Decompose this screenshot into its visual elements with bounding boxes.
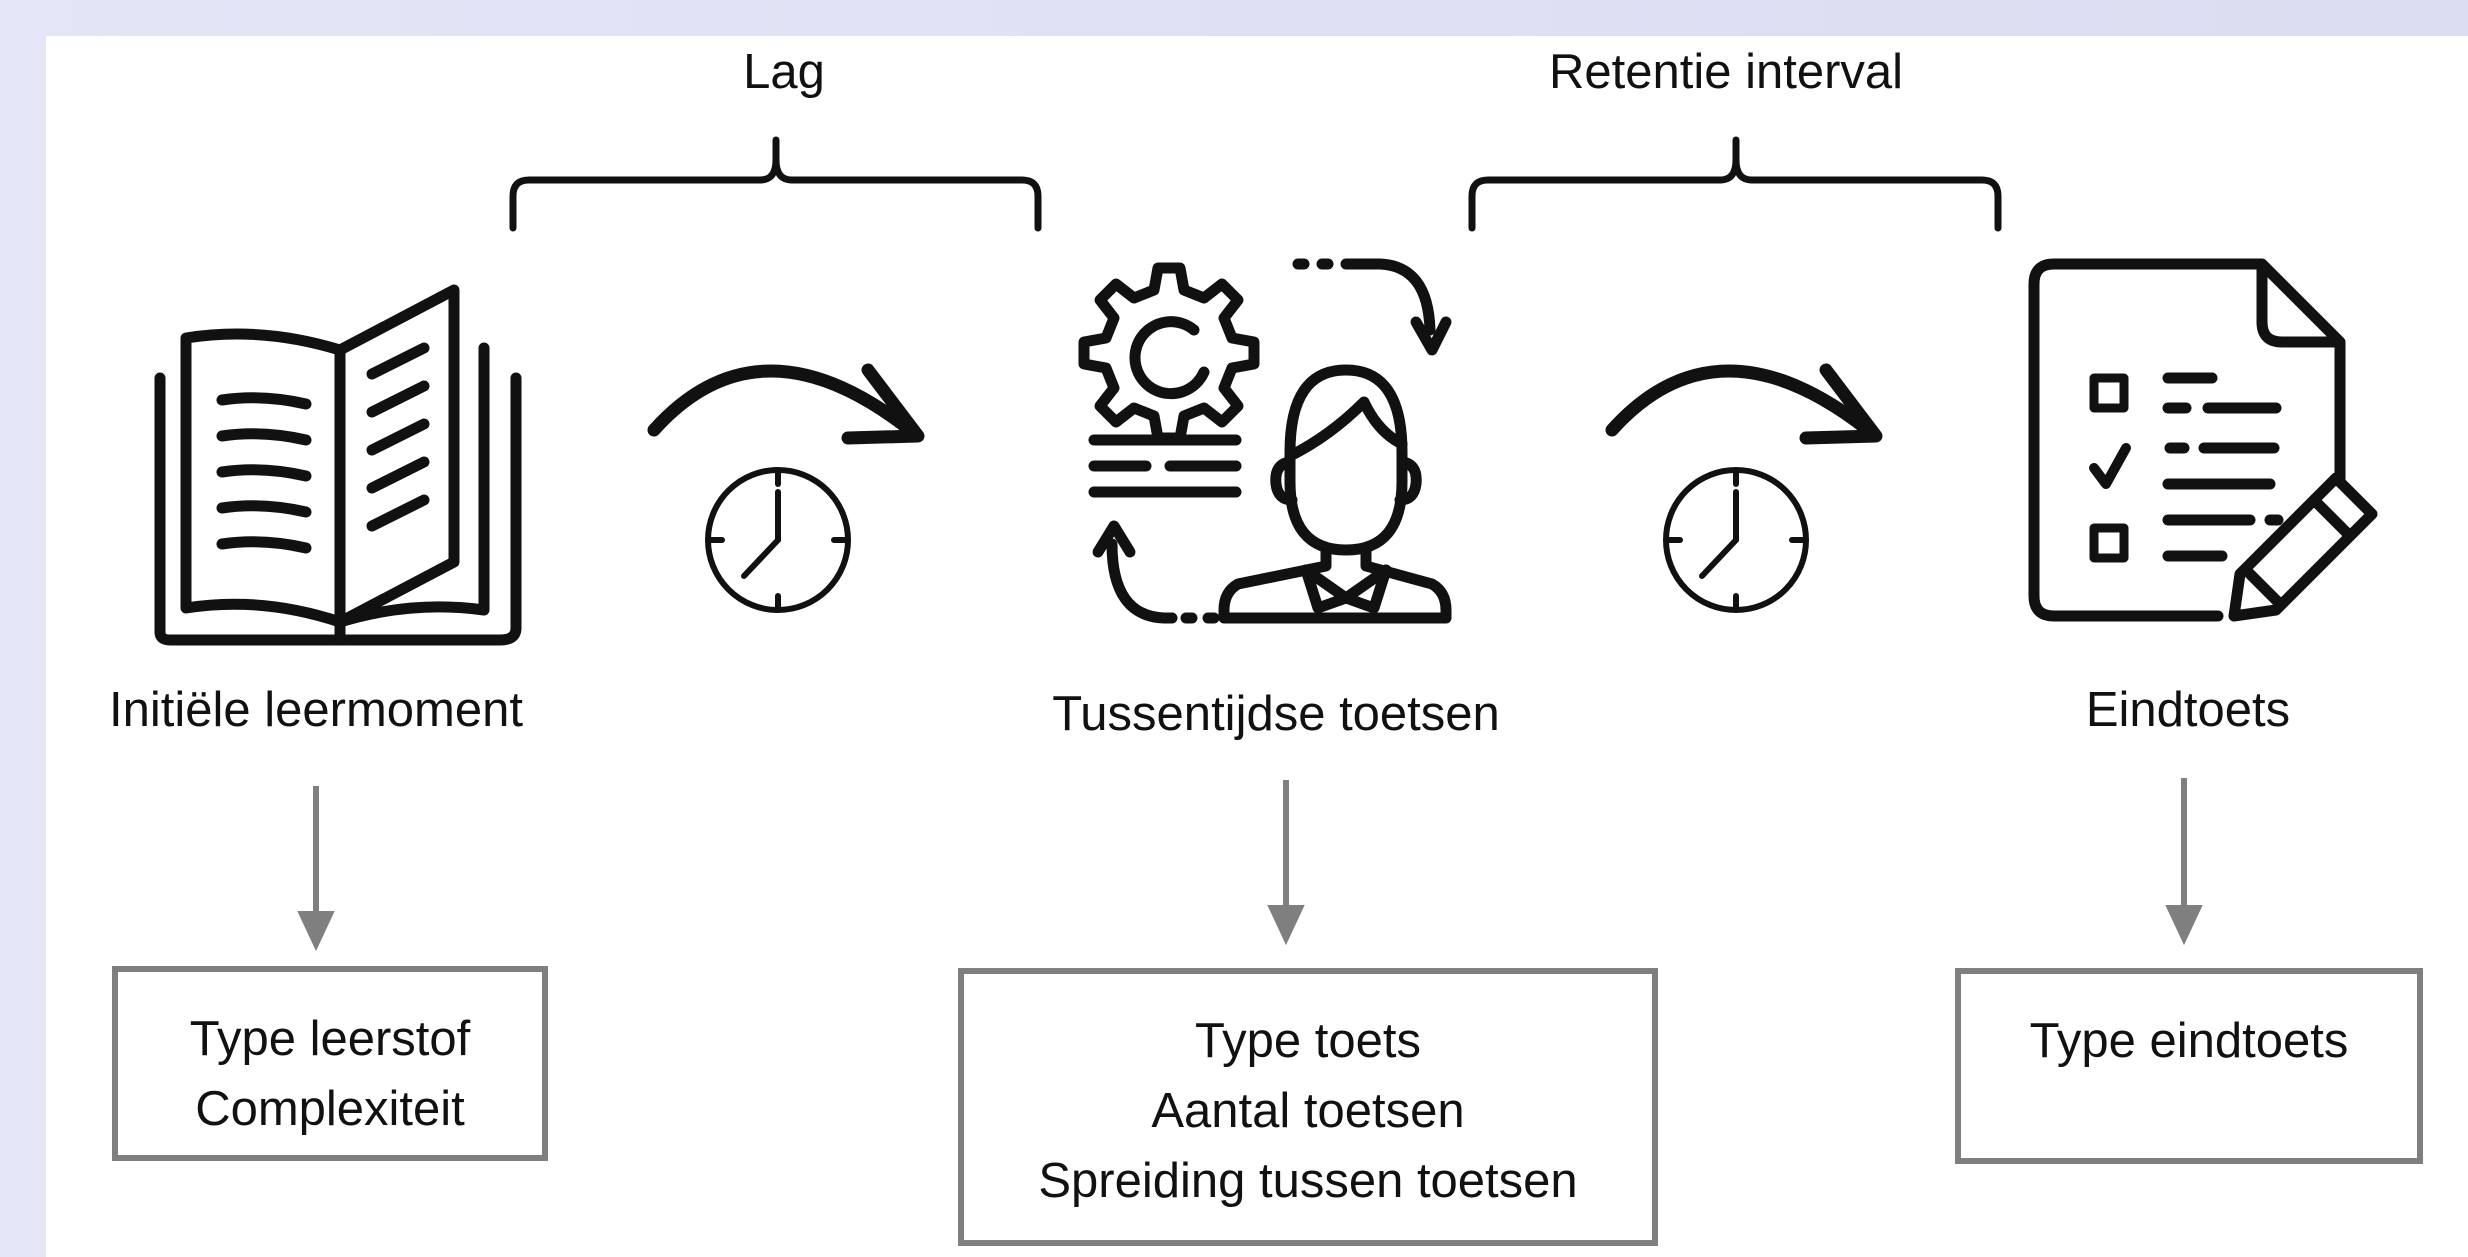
final-factors-box: Type eindtoets: [1955, 968, 2423, 1164]
checklist-document-pencil-icon: [2028, 258, 2378, 622]
lag-label: Lag: [743, 45, 825, 99]
retention-bracket: [1468, 136, 2002, 232]
initial-learning-label: Initiële leermoment: [109, 683, 523, 737]
factor-arrow: [2165, 778, 2203, 946]
person-with-gear-cycle-icon: [1078, 258, 1452, 624]
factor-item: Type toets: [1194, 1014, 1422, 1068]
open-book-icon: [154, 284, 522, 646]
lag-bracket: [509, 136, 1042, 232]
clock-icon: [1663, 467, 1809, 613]
retention-interval-label: Retentie interval: [1548, 45, 1904, 99]
factor-arrow: [1267, 780, 1305, 946]
factor-item: Type eindtoets: [2029, 1014, 2349, 1068]
factor-item: Spreiding tussen toetsen: [1038, 1154, 1578, 1208]
factor-item: Type leerstof: [189, 1012, 471, 1066]
factor-item: Complexiteit: [195, 1082, 465, 1136]
curved-arrow-icon: [1605, 363, 1883, 445]
final-test-label: Eindtoets: [2085, 683, 2291, 737]
factor-arrow: [297, 786, 335, 952]
clock-icon: [705, 467, 851, 613]
interim-factors-box: Type toets Aantal toetsen Spreiding tuss…: [958, 968, 1658, 1246]
curved-arrow-icon: [647, 363, 925, 445]
initial-factors-box: Type leerstof Complexiteit: [112, 966, 548, 1161]
interim-tests-label: Tussentijdse toetsen: [1052, 687, 1500, 741]
factor-item: Aantal toetsen: [1151, 1084, 1465, 1138]
